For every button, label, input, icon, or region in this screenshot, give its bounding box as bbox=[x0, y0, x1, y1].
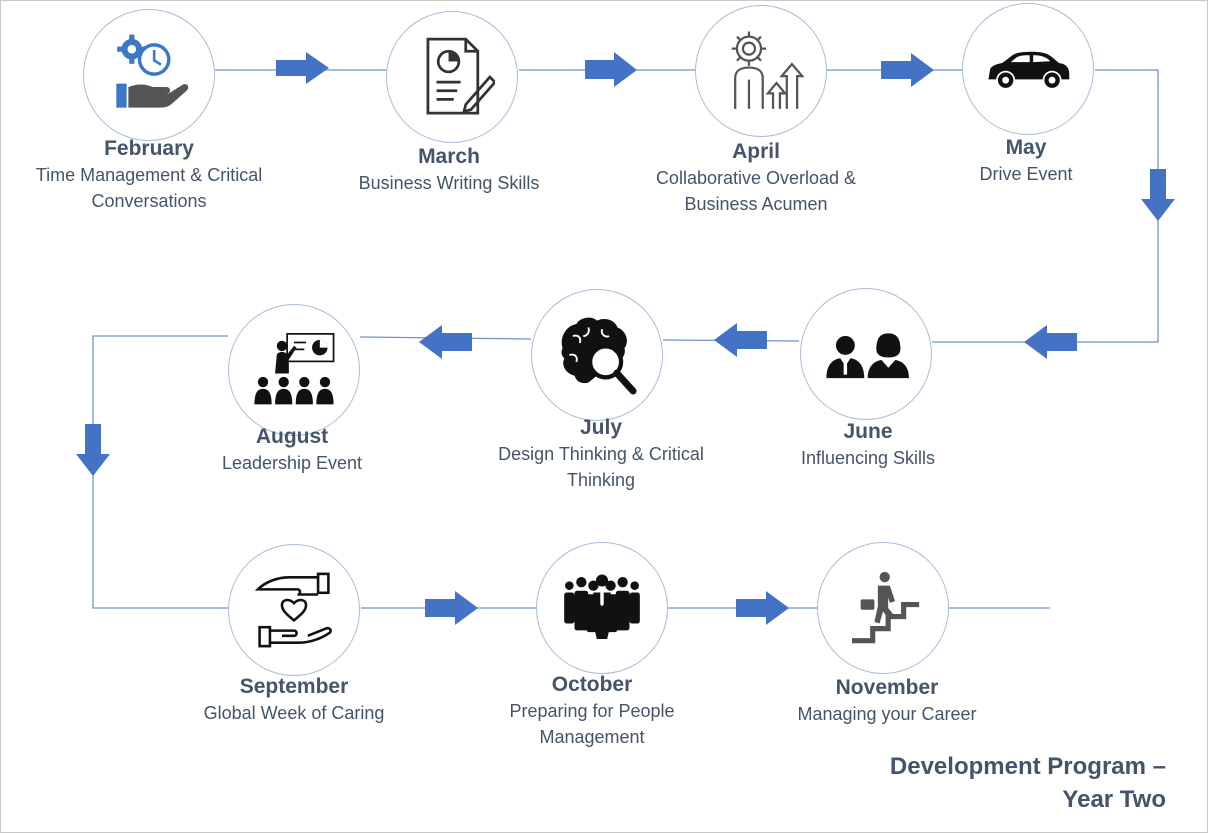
step-february-node bbox=[83, 9, 215, 141]
step-description: Influencing Skills bbox=[800, 448, 936, 468]
step-month: May bbox=[1005, 136, 1047, 159]
arrow-right bbox=[881, 53, 934, 87]
program-title-line1: Development Program – bbox=[889, 753, 1166, 780]
step-july-node bbox=[531, 289, 663, 421]
arrow-left bbox=[1024, 325, 1077, 359]
arrow-right bbox=[425, 591, 478, 625]
step-august-label: August Leadership Event bbox=[147, 424, 437, 476]
hands-heart-icon bbox=[254, 572, 332, 648]
step-november-node bbox=[817, 542, 949, 674]
program-title: Development Program – Year Two bbox=[890, 750, 1166, 816]
step-month: October bbox=[551, 673, 633, 696]
step-month: July bbox=[579, 416, 623, 439]
step-description: Design Thinking & Critical Thinking bbox=[498, 444, 704, 490]
arrow-down bbox=[1141, 169, 1175, 221]
step-september-label: September Global Week of Caring bbox=[149, 674, 439, 726]
presentation-audience-icon bbox=[254, 333, 335, 405]
step-february-label: February Time Management & Critical Conv… bbox=[4, 136, 294, 214]
step-may-node bbox=[962, 3, 1094, 135]
arrow-down bbox=[76, 424, 110, 476]
step-june-node bbox=[800, 288, 932, 420]
step-april-label: April Collaborative Overload & Business … bbox=[611, 139, 901, 217]
program-title-line2: Year Two bbox=[1062, 786, 1166, 813]
arrow-right bbox=[276, 52, 329, 84]
step-month: August bbox=[255, 425, 329, 448]
arrow-left bbox=[714, 323, 767, 357]
step-description: Preparing for People Management bbox=[509, 701, 675, 747]
person-gear-growth-icon bbox=[731, 31, 804, 109]
career-stairs-icon bbox=[852, 571, 920, 644]
document-pen-icon bbox=[426, 37, 495, 115]
step-june-label: June Influencing Skills bbox=[723, 419, 1013, 471]
step-march-node bbox=[386, 11, 518, 143]
step-description: Leadership Event bbox=[221, 453, 363, 473]
step-october-node bbox=[536, 542, 668, 674]
step-month: March bbox=[418, 145, 480, 168]
gear-clock-hand-icon bbox=[116, 34, 189, 108]
step-month: April bbox=[732, 140, 780, 163]
step-may-label: May Drive Event bbox=[881, 135, 1171, 187]
step-july-label: July Design Thinking & Critical Thinking bbox=[456, 415, 746, 493]
car-icon bbox=[988, 51, 1070, 90]
arrow-right bbox=[736, 591, 789, 625]
step-april-node bbox=[695, 5, 827, 137]
step-september-node bbox=[228, 544, 360, 676]
step-month: June bbox=[843, 420, 893, 443]
step-description: Managing your Career bbox=[797, 704, 977, 724]
step-march-label: March Business Writing Skills bbox=[304, 144, 594, 196]
step-november-label: November Managing your Career bbox=[742, 675, 1032, 727]
step-august-node bbox=[228, 304, 360, 436]
step-month: September bbox=[239, 675, 349, 698]
team-group-icon bbox=[564, 574, 640, 639]
step-description: Business Writing Skills bbox=[358, 173, 540, 193]
arrow-right bbox=[585, 52, 637, 87]
business-people-icon bbox=[826, 333, 909, 379]
arrow-left bbox=[419, 325, 472, 359]
step-month: November bbox=[835, 676, 939, 699]
step-october-label: October Preparing for People Management bbox=[447, 672, 737, 750]
step-description: Global Week of Caring bbox=[203, 703, 385, 723]
step-description: Drive Event bbox=[979, 164, 1073, 184]
brain-magnifier-icon bbox=[561, 317, 637, 395]
step-description: Collaborative Overload & Business Acumen bbox=[655, 168, 857, 214]
step-month: February bbox=[104, 137, 194, 160]
step-description: Time Management & Critical Conversations bbox=[35, 165, 263, 211]
